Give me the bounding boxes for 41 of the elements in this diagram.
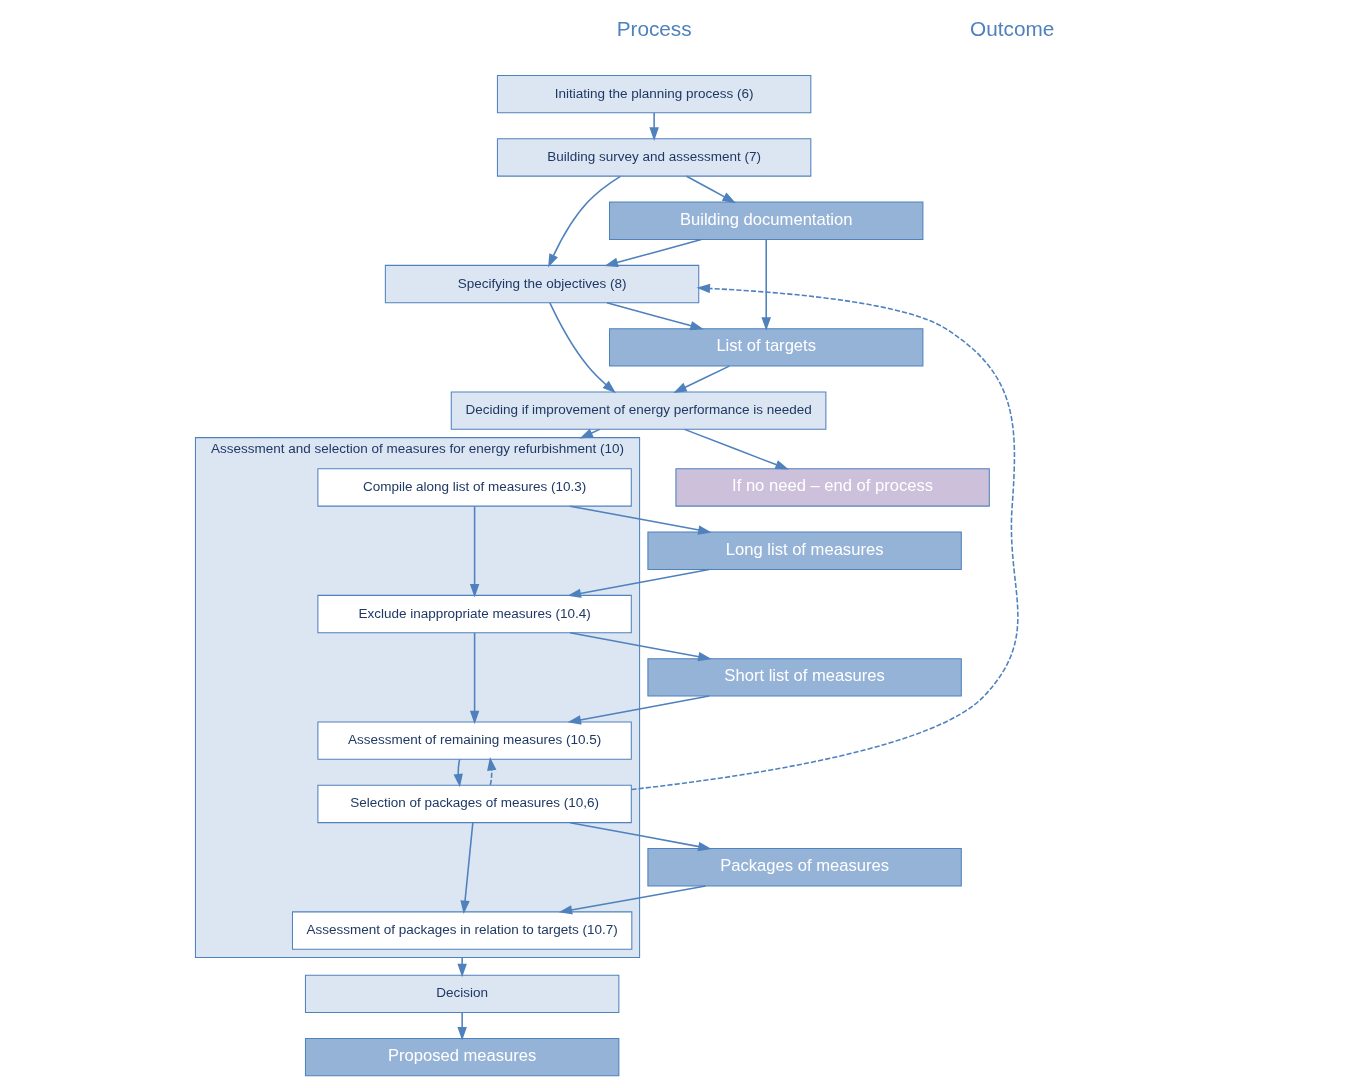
node-box: Exclude inappropriate measures (10.4): [317, 594, 632, 634]
arrow: [683, 428, 789, 470]
arrow: [453, 758, 463, 788]
node-box: Specifying the objectives (8): [384, 264, 700, 304]
arrow: [649, 112, 659, 141]
arrow: [457, 1011, 467, 1041]
arrow: [567, 695, 710, 725]
node-box: Building survey and assessment (7): [496, 138, 812, 177]
node-box: Decision: [304, 974, 620, 1014]
node-box: Packages of measures: [647, 848, 962, 887]
arrow: [457, 956, 467, 978]
arrow: [567, 568, 710, 598]
node-box: Proposed measures: [304, 1037, 620, 1077]
arrow: [569, 632, 712, 662]
arrow: [549, 302, 616, 394]
node-box: Selection of packages of measures (10,6): [317, 784, 632, 824]
node-box: Short list of measures: [647, 658, 962, 697]
arrow: [673, 365, 731, 393]
arrow: [487, 757, 497, 786]
node-box: If no need – end of process: [675, 468, 990, 507]
node-box: Compile along list of measures (10.3): [317, 468, 632, 507]
arrow: [604, 238, 703, 267]
arrow: [606, 302, 704, 331]
arrow: [569, 821, 712, 852]
node-box: Deciding if improvement of energy performance is needed: [450, 391, 827, 430]
node-box: Building documentation: [609, 201, 924, 240]
arrow: [469, 632, 480, 725]
arrow: [558, 885, 707, 915]
arrow: [460, 822, 474, 915]
node-box: Assessment of remaining measures (10.5): [317, 721, 632, 760]
node-box: List of targets: [609, 328, 924, 367]
node-box: Assessment of packages in relation to targets (10.7): [291, 911, 633, 950]
node-box: Initiating the planning process (6): [496, 74, 812, 114]
arrow: [569, 505, 712, 535]
label: Outcome: [970, 17, 1055, 41]
label: Process: [616, 17, 692, 41]
arrow: [469, 505, 480, 598]
node-box: Long list of measures: [647, 531, 962, 570]
arrow: [630, 283, 1019, 791]
arrow: [579, 428, 601, 439]
arrow: [761, 238, 771, 331]
